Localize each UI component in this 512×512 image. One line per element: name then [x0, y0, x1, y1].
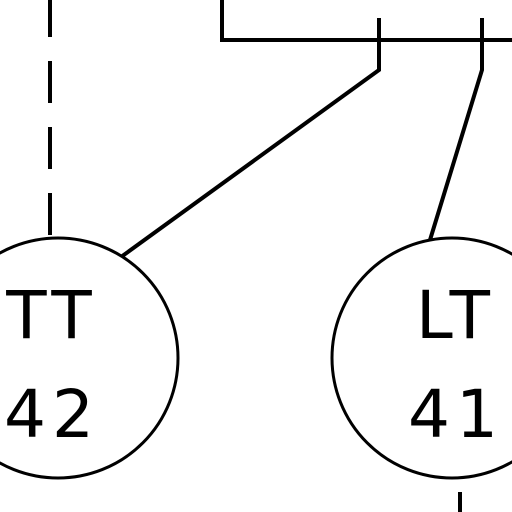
level-transmitter-bubble: LT 41 [330, 236, 512, 480]
lt-letters: LT [416, 277, 496, 354]
tt-letters: TT [5, 277, 97, 354]
tt-loop-number: 42 [4, 376, 100, 453]
lt-circle [330, 236, 512, 480]
process-line [220, 0, 512, 42]
temperature-transmitter-bubble: TT 42 [0, 236, 180, 480]
tt-connection-line [90, 40, 381, 280]
tt-circle [0, 236, 180, 480]
lt-loop-number: 41 [408, 376, 504, 453]
lt-connection-line [428, 40, 484, 241]
